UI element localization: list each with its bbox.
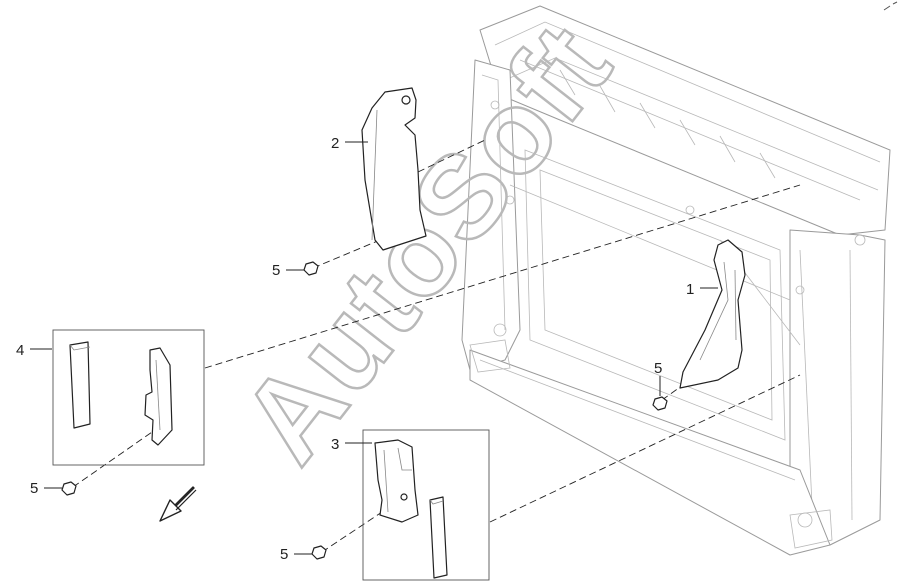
callout-4: 4 [16, 342, 24, 359]
part-4-seal-strip [69, 341, 91, 429]
callout-1: 1 [686, 281, 694, 298]
callout-2: 2 [331, 135, 339, 152]
callout-5-right: 5 [654, 360, 662, 377]
part-4-detail-box [52, 329, 205, 466]
part-1-bracket [679, 239, 746, 389]
arrow-down-left-icon [159, 486, 197, 522]
part-2-deflector [361, 87, 427, 251]
assembly-lines [72, 139, 801, 553]
part-3-seal-strip [429, 496, 448, 579]
callout-leaders [30, 141, 718, 555]
callout-5-left: 5 [30, 480, 38, 497]
bolt-icon [61, 261, 668, 560]
part-3-detail-box [362, 429, 490, 581]
callout-5-upper: 5 [272, 262, 280, 279]
part-4-bracket [144, 347, 173, 446]
part-3-bracket [374, 439, 419, 523]
radiator-support-frame [461, 5, 891, 556]
callout-5-lower: 5 [280, 546, 288, 563]
callout-3: 3 [331, 436, 339, 453]
corner-mark [883, 1, 898, 11]
